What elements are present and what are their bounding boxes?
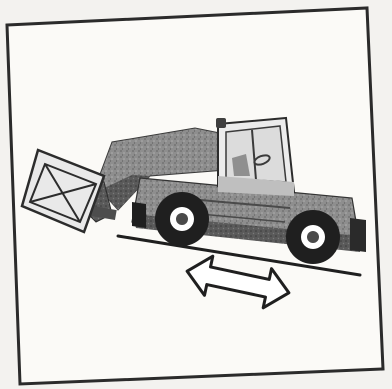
rear-wheel xyxy=(286,210,340,264)
front-wheel xyxy=(155,192,209,246)
